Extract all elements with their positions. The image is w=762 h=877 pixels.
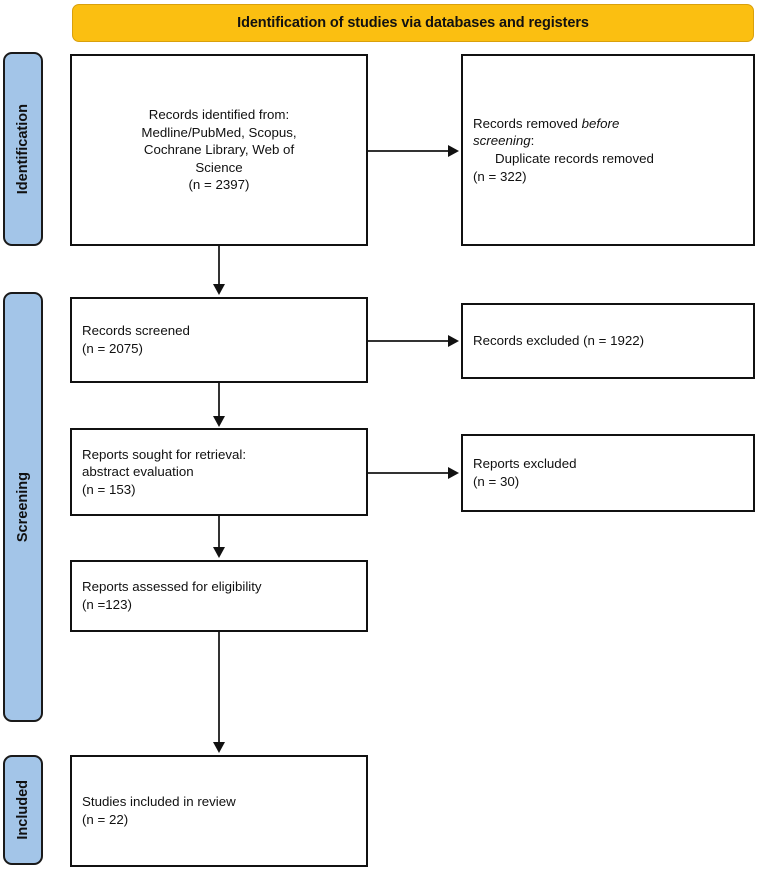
arrowhead-down-icon-3 (213, 547, 225, 558)
box-reports-excluded-count: (n = 30) (473, 474, 520, 489)
box-records-screened: Records screened (n = 2075) (70, 297, 368, 383)
box-records-removed-line-1-emphasis: before (581, 115, 620, 131)
box-records-excluded-line-1: Records excluded (n = 1922) (473, 333, 645, 349)
box-records-removed-line-3: Duplicate records removed (495, 151, 654, 166)
stage-label-screening-text: Screening (15, 471, 31, 543)
stage-label-identification: Identification (3, 52, 43, 246)
stage-label-identification-text: Identification (15, 103, 31, 195)
box-records-removed: Records removed before screening: Duplic… (461, 54, 755, 246)
box-records-removed-line-1-plain: Records removed (473, 115, 582, 131)
box-records-removed-line-2-emphasis: screening (473, 133, 531, 149)
stage-label-included-text: Included (15, 780, 31, 840)
box-records-identified-line-1: Records identified from: (148, 107, 290, 123)
box-studies-included-count: (n = 22) (82, 812, 129, 827)
box-reports-sought-line-2: abstract evaluation (82, 464, 194, 480)
arrowhead-right-icon-1 (448, 145, 459, 157)
box-records-identified-line-2: Medline/PubMed, Scopus, (141, 124, 297, 140)
box-records-removed-line-2: screening: (473, 132, 743, 150)
box-records-screened-count: (n = 2075) (82, 341, 143, 356)
box-records-identified: Records identified from: Medline/PubMed,… (70, 54, 368, 246)
box-reports-excluded-line-1: Reports excluded (473, 456, 577, 472)
box-studies-included: Studies included in review (n = 22) (70, 755, 368, 867)
arrowhead-right-icon-2 (448, 335, 459, 347)
box-reports-assessed-count: (n =123) (82, 597, 132, 612)
connector-screened-to-excluded (368, 340, 450, 342)
box-reports-sought-count: (n = 153) (82, 481, 136, 497)
stage-label-screening: Screening (3, 292, 43, 722)
box-records-removed-line-1: Records removed before (473, 115, 743, 133)
box-records-excluded: Records excluded (n = 1922) (461, 303, 755, 379)
connector-assessed-to-included (218, 632, 220, 743)
box-records-removed-line-2-colon: : (530, 133, 535, 149)
connector-sought-to-assessed (218, 516, 220, 548)
box-reports-sought-line-1: Reports sought for retrieval: (82, 446, 247, 462)
box-records-identified-line-3: Cochrane Library, Web of (143, 142, 295, 158)
connector-screened-to-sought (218, 383, 220, 417)
box-records-removed-count: (n = 322) (473, 168, 527, 184)
box-records-screened-line-1: Records screened (82, 323, 190, 339)
stage-label-included: Included (3, 755, 43, 865)
connector-sought-to-reports-excluded (368, 472, 450, 474)
phase-banner-identification: Identification of studies via databases … (72, 4, 754, 42)
arrowhead-down-icon-2 (213, 416, 225, 427)
connector-identified-to-removed (368, 150, 450, 152)
arrowhead-right-icon-3 (448, 467, 459, 479)
box-reports-assessed-line-1: Reports assessed for eligibility (82, 579, 262, 595)
connector-identified-to-screened (218, 246, 220, 286)
box-studies-included-line-1: Studies included in review (82, 794, 236, 810)
box-reports-excluded: Reports excluded (n = 30) (461, 434, 755, 512)
box-reports-assessed: Reports assessed for eligibility (n =123… (70, 560, 368, 632)
arrowhead-down-icon-4 (213, 742, 225, 753)
phase-banner-label: Identification of studies via databases … (237, 15, 589, 31)
box-records-identified-count: (n = 2397) (188, 177, 250, 193)
arrowhead-down-icon-1 (213, 284, 225, 295)
box-records-identified-line-4: Science (195, 159, 243, 175)
box-reports-sought: Reports sought for retrieval: abstract e… (70, 428, 368, 516)
